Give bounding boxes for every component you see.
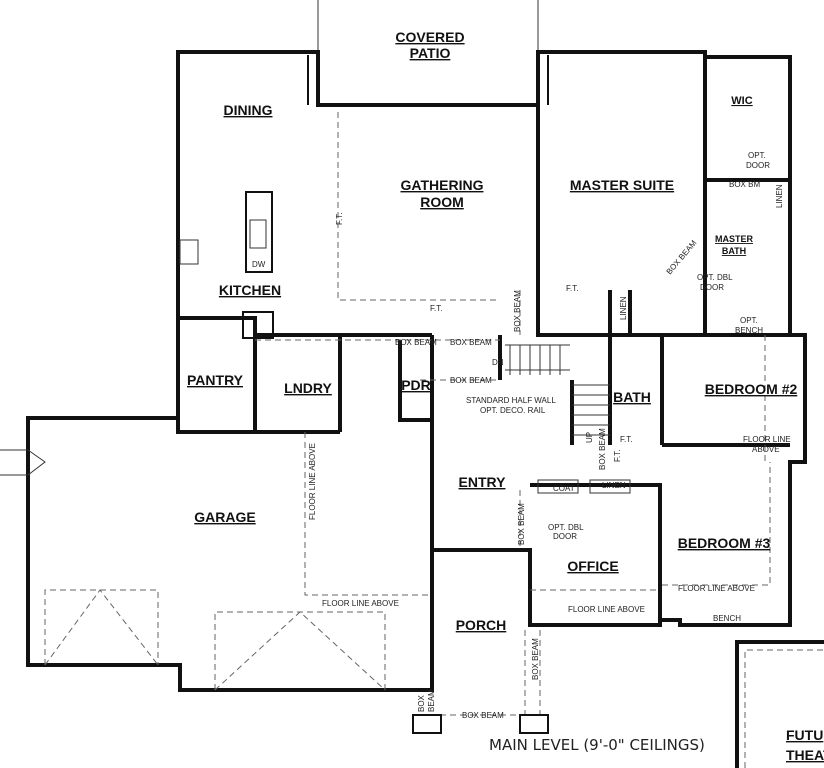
opt-bench-note-2: BENCH (735, 326, 763, 335)
kitchen-island (179, 191, 274, 339)
wic-label: WIC (731, 95, 752, 107)
linen-note: LINEN (602, 481, 626, 490)
stairs (505, 344, 610, 436)
pantry-label: PANTRY (187, 372, 244, 388)
garage-doors (0, 449, 386, 691)
ft-note: F.T. (566, 284, 578, 293)
box-beam-note: BOX BEAM (395, 338, 437, 347)
gathering-room-label-1: GATHERING (401, 177, 484, 193)
box-beam-note: BOX BEAM (513, 290, 522, 332)
box-beam-note: BOX BEAM (531, 638, 540, 680)
opt-dbl-door-note-1: OPT. DBL (548, 523, 584, 532)
floor-lines (255, 112, 771, 716)
linen-closet (589, 479, 631, 494)
coat-note: COAT (553, 484, 575, 493)
future-theater-label-1: FUTU (786, 727, 823, 743)
dining-label: DINING (224, 102, 273, 118)
bedroom2-label: BEDROOM #2 (705, 381, 798, 397)
opt-dbl-door-note-2: DOOR (700, 283, 724, 292)
kitchen-label: KITCHEN (219, 282, 281, 298)
opt-bench-note-1: OPT. (740, 316, 758, 325)
linen-note: LINEN (775, 184, 784, 208)
gathering-room-label-2: ROOM (420, 194, 464, 210)
box-bm-note: BOX BM (729, 180, 760, 189)
opt-dbl-door-note-2: DOOR (553, 532, 577, 541)
opt-door-note-1: OPT. (748, 151, 766, 160)
porch-label: PORCH (456, 617, 507, 633)
interior-walls (178, 57, 790, 625)
box-beam-note: BOX BEAM (598, 428, 607, 470)
half-wall-note-2: OPT. DECO. RAIL (480, 406, 546, 415)
ft-note: F.T. (335, 213, 344, 225)
up-note: UP (585, 432, 594, 443)
box-beam-note: BOX BEAM (665, 238, 699, 276)
box-note: BOX (417, 694, 426, 712)
pdr-label: PDR (401, 377, 431, 393)
master-bath-label-1: MASTER (715, 234, 754, 244)
box-beam-note: BOX BEAM (450, 376, 492, 385)
beam-note: BEAM (427, 689, 436, 712)
ft-note: F.T. (430, 304, 442, 313)
office-label: OFFICE (567, 558, 618, 574)
covered-patio-label-2: PATIO (410, 45, 451, 61)
linen-note: LINEN (619, 296, 628, 320)
ft-note: F.T. (620, 435, 632, 444)
box-beam-note: BOX BEAM (462, 711, 504, 720)
box-beam-note: BOX BEAM (450, 338, 492, 347)
garage-label: GARAGE (194, 509, 255, 525)
box-beam-note: BOX BEAM (517, 503, 526, 545)
opt-door-note-2: DOOR (746, 161, 770, 170)
future-theater-walls (735, 640, 824, 768)
dw-note: DW (252, 260, 266, 269)
dn-note: DN (492, 358, 504, 367)
lndry-label: LNDRY (284, 380, 332, 396)
master-suite-label: MASTER SUITE (570, 177, 674, 193)
floor-line-above-note: FLOOR LINE ABOVE (322, 599, 399, 608)
entry-label: ENTRY (459, 474, 507, 490)
floor-line-above-note: FLOOR LINE ABOVE (678, 584, 755, 593)
plan-caption: MAIN LEVEL (9'-0" CEILINGS) (489, 736, 705, 754)
porch-columns (412, 714, 549, 734)
bench-note: BENCH (713, 614, 741, 623)
half-wall-note-1: STANDARD HALF WALL (466, 396, 556, 405)
floor-line-above-note-2: ABOVE (752, 445, 780, 454)
master-bath-label-2: BATH (722, 246, 746, 256)
bedroom3-label: BEDROOM #3 (678, 535, 771, 551)
covered-patio-label-1: COVERED (395, 29, 464, 45)
exterior-walls (26, 50, 807, 692)
floor-line-above-note: FLOOR LINE ABOVE (568, 605, 645, 614)
bath-label: BATH (613, 389, 651, 405)
floor-line-above-note-1: FLOOR LINE (743, 435, 791, 444)
ft-note: F.T. (613, 450, 622, 462)
floor-line-above-note: FLOOR LINE ABOVE (308, 443, 317, 520)
opt-dbl-door-note-1: OPT. DBL (697, 273, 733, 282)
coat-closet (537, 479, 579, 494)
future-theater-label-2: THEAT (786, 747, 824, 763)
